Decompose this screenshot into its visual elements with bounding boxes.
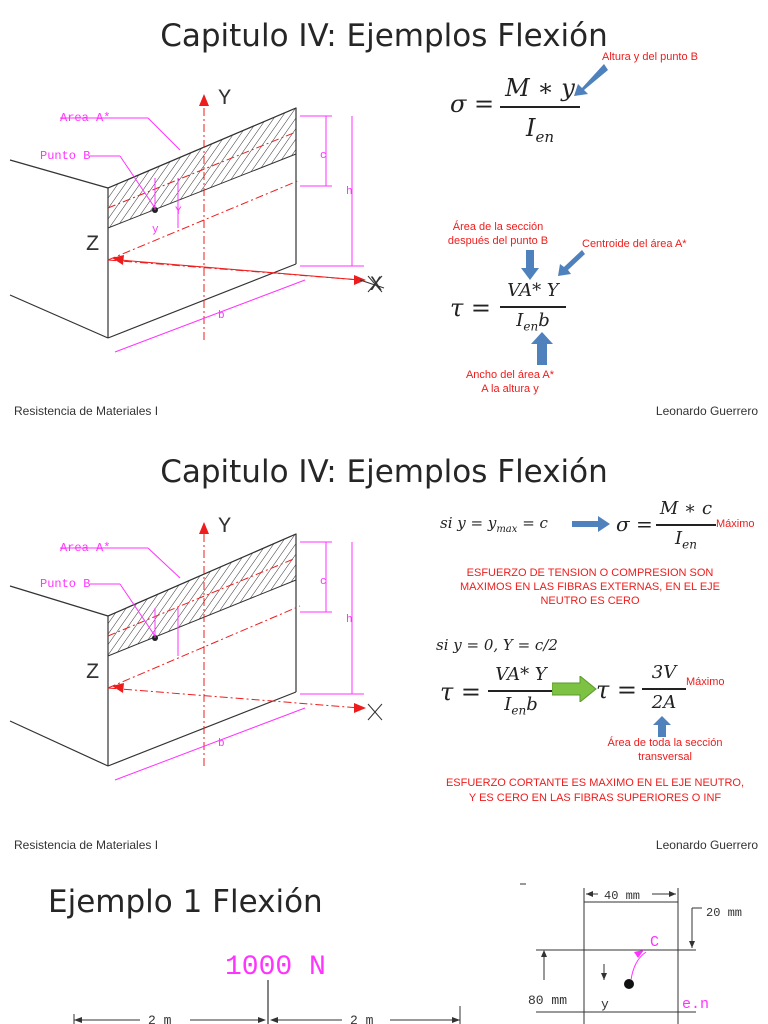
footer-left: Resistencia de Materiales I <box>14 838 159 852</box>
y-axis-label: Y <box>218 86 231 111</box>
footer-right: Leonardo Guerrero <box>655 838 758 852</box>
beam-diagram: Y Z X Area A* Punto B c h b y Y <box>9 86 385 353</box>
tau-max-denominator: 2A <box>651 692 677 713</box>
arrow-icon <box>574 64 608 96</box>
load-label: 1000 N <box>225 952 326 983</box>
arrow-icon <box>558 250 585 276</box>
b-label: b <box>218 310 225 322</box>
slide-2: Capitulo IV: Ejemplos Flexión <box>0 446 768 866</box>
Y-small-label: Y <box>175 206 182 218</box>
b-label: b <box>218 738 225 750</box>
en-label: e.n <box>682 996 709 1013</box>
sigma-lhs: σ = <box>450 90 495 118</box>
esfuerzo-cortante-note: ESFUERZO CORTANTE ES MAXIMO EN EL EJE NE… <box>445 777 745 804</box>
beam-diagram: Y Z Area A* Punto B c h b <box>9 516 383 781</box>
beam-load-diagram: 1000 N 2 m 2 m <box>73 952 461 1024</box>
arrow-right-icon <box>572 516 610 532</box>
slide-separator <box>0 866 768 872</box>
sigma-lhs: σ = <box>616 512 653 536</box>
sigma-denominator: Ien <box>525 114 555 146</box>
y-label: y <box>601 997 609 1012</box>
tau-numerator: VA* Y <box>507 280 559 301</box>
note-centroide: Centroide del área A* <box>582 238 687 250</box>
x-axis-label: X <box>370 274 382 297</box>
sigma-numerator: M ∗ y <box>505 74 575 102</box>
punto-label: Punto B <box>40 149 90 163</box>
footer-left: Resistencia de Materiales I <box>14 404 159 418</box>
footer-right: Leonardo Guerrero <box>655 404 758 418</box>
c-label: c <box>320 576 327 588</box>
slide-title: Capitulo IV: Ejemplos Flexión <box>160 454 608 490</box>
sigma-numerator: M ∗ c <box>659 498 713 519</box>
condition-ymax: si y = ymax = c <box>440 514 548 535</box>
note-area-total: Área de toda la sección transversal <box>607 737 723 763</box>
condition-y-zero: si y = 0, Y = c/2 <box>436 636 558 654</box>
area-label: Area A* <box>60 111 110 125</box>
y-axis-label: Y <box>218 516 231 539</box>
tau-denominator: Ienb <box>516 310 550 334</box>
tau-numerator: VA* Y <box>495 664 547 685</box>
arrow-up-icon <box>653 716 671 737</box>
z-axis-label: Z <box>86 660 99 685</box>
fraction-bar <box>488 690 554 692</box>
fraction-bar <box>500 106 580 108</box>
h-label: h <box>346 186 353 198</box>
span-left-label: 2 m <box>148 1013 172 1024</box>
tau-lhs: τ = <box>450 294 492 322</box>
arrow-icon <box>531 332 553 365</box>
note-area-seccion: Área de la sección después del punto B <box>447 221 549 247</box>
note-altura: Altura y del punto B <box>602 51 699 63</box>
slide-title: Capitulo IV: Ejemplos Flexión <box>160 18 608 54</box>
top-dim-label: 20 mm <box>706 906 742 920</box>
tau-max-numerator: 3V <box>651 662 677 683</box>
fraction-bar <box>642 688 686 690</box>
note-ancho: Ancho del área A* A la altura y <box>465 369 555 395</box>
tau-lhs: τ = <box>440 678 482 706</box>
c-label: C <box>650 934 659 951</box>
punto-label: Punto B <box>40 577 90 591</box>
slide-1: Capitulo IV: Ejemplos Flexión <box>0 0 768 432</box>
span-right-label: 2 m <box>350 1013 374 1024</box>
fraction-bar <box>500 306 566 308</box>
maximo-label: Máximo <box>686 676 725 688</box>
arrow-right-icon <box>552 676 597 702</box>
h-label: h <box>346 614 353 626</box>
fraction-bar <box>656 524 716 526</box>
y-small-label: y <box>152 224 159 236</box>
c-label: c <box>320 150 327 162</box>
maximo-label: Máximo <box>716 518 755 530</box>
width-label: 40 mm <box>604 889 640 903</box>
sigma-denominator: Ien <box>675 528 697 552</box>
tau-denominator: Ienb <box>504 694 538 718</box>
arrow-icon <box>521 250 539 280</box>
area-label: Area A* <box>60 541 110 555</box>
tau-max-lhs: τ = <box>596 676 638 704</box>
slide-separator <box>0 432 768 444</box>
z-axis-label: Z <box>86 232 99 257</box>
slide-3: Ejemplo 1 Flexión 1000 N 2 m 2 m 40 mm <box>0 872 768 1024</box>
cross-section-diagram: 40 mm 20 mm 80 mm y C e.n <box>520 883 742 1024</box>
height-label: 80 mm <box>528 993 567 1008</box>
esfuerzo-tension-note: ESFUERZO DE TENSION O COMPRESION SON MAX… <box>460 567 720 607</box>
slide-title: Ejemplo 1 Flexión <box>48 884 323 920</box>
